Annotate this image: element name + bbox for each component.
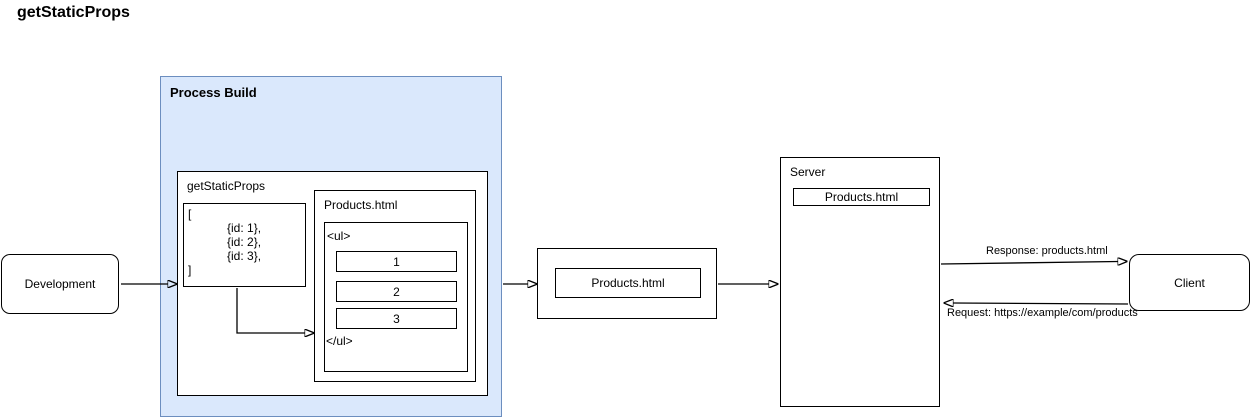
response-arrow-label: Response: products.html [986, 245, 1108, 257]
node-client: Client [1129, 254, 1250, 311]
node-products-html-build-label: Products.html [324, 198, 398, 212]
node-development-label: Development [24, 277, 96, 291]
code-line: [ [188, 207, 192, 221]
code-line: ] [188, 263, 192, 277]
node-development: Development [1, 254, 119, 314]
node-get-static-props-label: getStaticProps [187, 179, 266, 193]
arrow-server-to-client-response [940, 262, 1118, 265]
node-products-html-artifact-inner: Products.html [555, 268, 701, 298]
request-arrow-label: Request: https://example/com/products [947, 307, 1138, 319]
node-products-html-artifact-label: Products.html [591, 276, 665, 290]
list-item-1: 1 [336, 251, 457, 272]
node-server-label: Server [790, 165, 826, 179]
node-process-build-label: Process Build [170, 85, 257, 100]
arrow-client-to-server-request [953, 303, 1129, 304]
code-line: {id: 2}, [227, 235, 262, 249]
page-title: getStaticProps [17, 4, 130, 21]
node-client-label: Client [1174, 275, 1205, 290]
node-code-block: [ {id: 1}, {id: 2}, {id: 3}, ] [183, 203, 306, 287]
code-line: {id: 3}, [227, 249, 262, 263]
ul-close-tag: </ul> [326, 334, 353, 348]
node-server-file-label: Products.html [824, 190, 899, 204]
code-line: {id: 1}, [227, 221, 262, 235]
list-item-3: 3 [336, 308, 457, 329]
list-item-2: 2 [336, 281, 457, 302]
node-server-file: Products.html [793, 188, 930, 206]
ul-open-tag: <ul> [327, 229, 351, 243]
